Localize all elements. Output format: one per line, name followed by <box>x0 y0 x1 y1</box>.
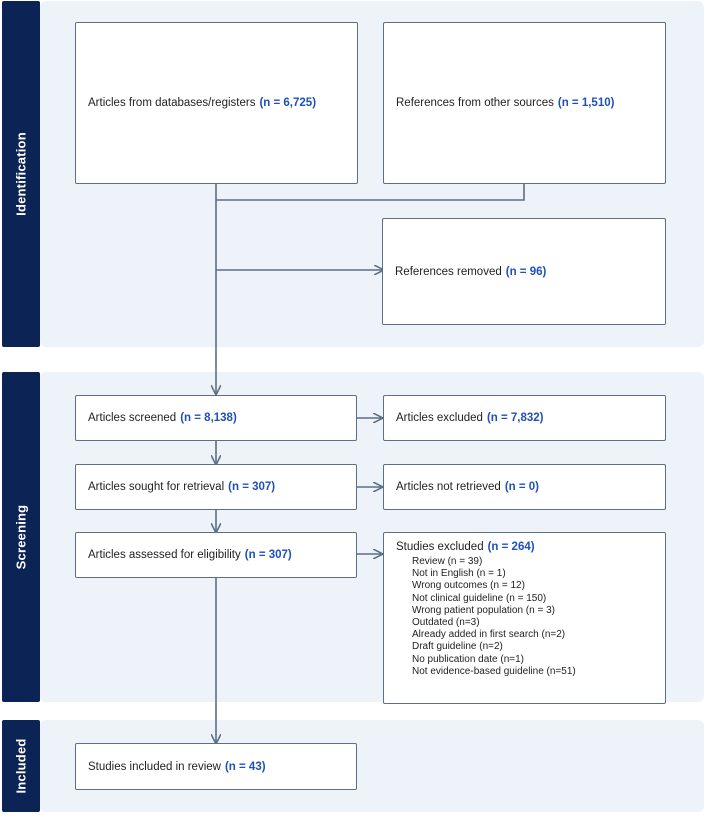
excluded-count: (n = 7,832) <box>486 412 544 424</box>
databases-count: (n = 6,725) <box>259 97 317 109</box>
exclusion-reason: Not clinical guideline (n = 150) <box>412 592 547 604</box>
other-sources-count: (n = 1,510) <box>557 97 615 109</box>
other-sources-label: References from other sources <box>396 97 554 109</box>
assessed-box: Articles assessed for eligibility(n = 30… <box>75 532 357 578</box>
exclusion-reason: Wrong patient population (n = 3) <box>412 604 555 616</box>
exclusion-reason: Draft guideline (n=2) <box>412 641 503 653</box>
screened-label: Articles screened <box>88 412 177 424</box>
other-sources-box: References from other sources(n = 1,510) <box>383 22 666 184</box>
sought-box: Articles sought for retrieval(n = 307) <box>75 464 357 510</box>
assessed-count: (n = 307) <box>244 549 292 561</box>
removed-label: References removed <box>395 265 502 278</box>
databases-label: Articles from databases/registers <box>88 97 256 109</box>
exclusion-reason: Not evidence-based guideline (n=51) <box>412 665 576 677</box>
sought-label: Articles sought for retrieval <box>88 481 225 493</box>
exclusion-reason: Not in English (n = 1) <box>412 568 506 580</box>
exclusion-reason: Wrong outcomes (n = 12) <box>412 580 525 592</box>
studies-excluded-count: (n = 264) <box>487 541 535 553</box>
exclusion-reason: Outdated (n=3) <box>412 617 480 629</box>
merge-line-other-sources <box>216 184 525 201</box>
not-retrieved-label: Articles not retrieved <box>396 481 501 493</box>
removed-box: References removed(n = 96) <box>382 218 666 325</box>
included-count: (n = 43) <box>224 760 266 773</box>
screened-count: (n = 8,138) <box>180 412 237 424</box>
exclusion-reason: Review (n = 39) <box>412 556 483 567</box>
studies-excluded-label: Studies excluded <box>396 541 484 553</box>
removed-count: (n = 96) <box>505 265 547 278</box>
identification-label: Identification <box>2 1 40 347</box>
exclusion-reasons-list: Review (n = 39) Not in English (n = 1) W… <box>396 556 576 678</box>
included-label: Included <box>2 720 40 812</box>
excluded-label: Articles excluded <box>396 412 483 424</box>
not-retrieved-box: Articles not retrieved(n = 0) <box>383 464 666 510</box>
studies-excluded-box: Studies excluded(n = 264) Review (n = 39… <box>383 532 666 704</box>
excluded-box: Articles excluded(n = 7,832) <box>383 395 666 441</box>
included-box: Studies included in review(n = 43) <box>75 743 357 790</box>
databases-box: Articles from databases/registers(n = 6,… <box>75 22 358 184</box>
screening-label: Screening <box>2 372 40 702</box>
screened-box: Articles screened(n = 8,138) <box>75 395 357 441</box>
sought-count: (n = 307) <box>228 481 276 493</box>
exclusion-reason: No publication date (n=1) <box>412 653 525 665</box>
included-label: Studies included in review <box>88 760 221 773</box>
exclusion-reason: Already added in first search (n=2) <box>412 629 566 641</box>
not-retrieved-count: (n = 0) <box>504 481 540 493</box>
assessed-label: Articles assessed for eligibility <box>88 549 241 561</box>
